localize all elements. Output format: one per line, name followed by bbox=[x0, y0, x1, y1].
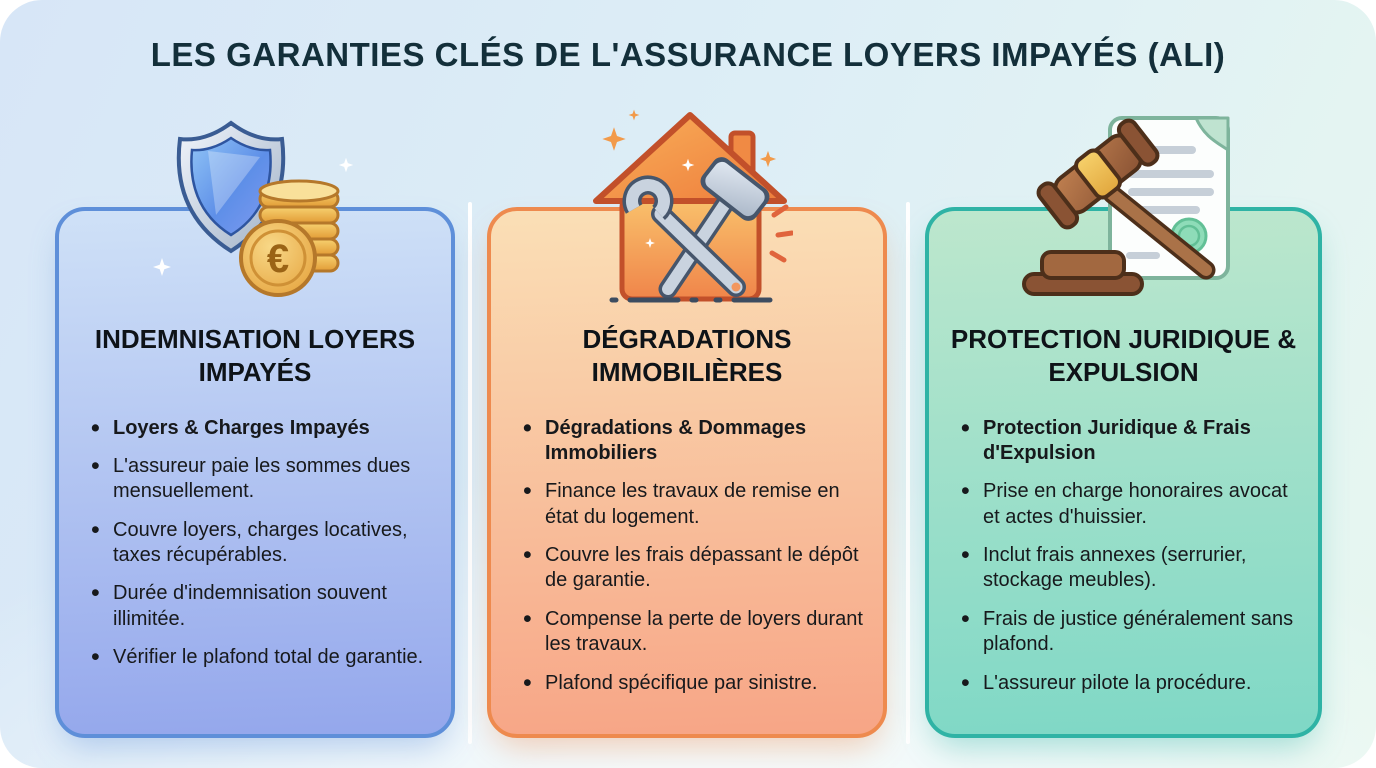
list-item: Plafond spécifique par sinistre. bbox=[523, 668, 863, 700]
svg-text:€: € bbox=[267, 237, 289, 281]
bullet-list: Dégradations & Dommages Immobiliers Fina… bbox=[491, 413, 883, 700]
list-item: Loyers & Charges Impayés bbox=[91, 412, 431, 444]
list-item: Finance les travaux de remise en état du… bbox=[523, 476, 863, 530]
card-title: DÉGRADATIONS IMMOBILIÈRES bbox=[582, 324, 792, 388]
sparkle-icon bbox=[602, 109, 777, 168]
list-item: Protection Juridique & Frais d'Expulsion bbox=[961, 413, 1298, 467]
list-item: Durée d'indemnisation souvent illimitée. bbox=[91, 578, 431, 632]
list-item: Couvre loyers, charges locatives, taxes … bbox=[91, 515, 431, 569]
bullet-list: Loyers & Charges Impayés L'assureur paie… bbox=[59, 412, 451, 674]
accent-dashes bbox=[769, 204, 793, 263]
sparkle-icon bbox=[153, 157, 354, 276]
column-divider bbox=[468, 202, 472, 744]
list-item: Couvre les frais dépassant le dépôt de g… bbox=[523, 540, 863, 594]
card-title: PROTECTION JURIDIQUE & EXPULSION bbox=[950, 324, 1297, 388]
list-item: L'assureur pilote la procédure. bbox=[961, 668, 1298, 700]
list-item: L'assureur paie les sommes dues mensuell… bbox=[91, 451, 431, 505]
sparkle-icon bbox=[645, 158, 695, 248]
card-title: INDEMNISATION LOYERS IMPAYÉS bbox=[94, 324, 416, 388]
list-item: Dégradations & Dommages Immobiliers bbox=[523, 413, 863, 467]
gavel bbox=[1022, 118, 1216, 296]
house-repair-tools-icon bbox=[588, 102, 793, 304]
page-title: LES GARANTIES CLÉS DE L'ASSURANCE LOYERS… bbox=[150, 36, 1226, 73]
list-item: Vérifier le plafond total de garantie. bbox=[91, 642, 431, 674]
card-indemnisation: INDEMNISATION LOYERS IMPAYÉS Loyers & Ch… bbox=[55, 207, 455, 738]
shield bbox=[176, 120, 286, 254]
list-item: Frais de justice généralement sans plafo… bbox=[961, 604, 1298, 658]
euro-coin: € bbox=[239, 219, 317, 297]
column-divider bbox=[906, 202, 910, 744]
gavel-document-icon bbox=[1012, 110, 1256, 302]
list-item: Compense la perte de loyers durant les t… bbox=[523, 604, 863, 658]
bullet-list: Protection Juridique & Frais d'Expulsion… bbox=[929, 413, 1318, 700]
list-item: Inclut frais annexes (serrurier, stockag… bbox=[961, 540, 1298, 594]
list-item: Prise en charge honoraires avocat et act… bbox=[961, 476, 1298, 530]
shield-euro-coins-icon: € bbox=[148, 116, 360, 304]
